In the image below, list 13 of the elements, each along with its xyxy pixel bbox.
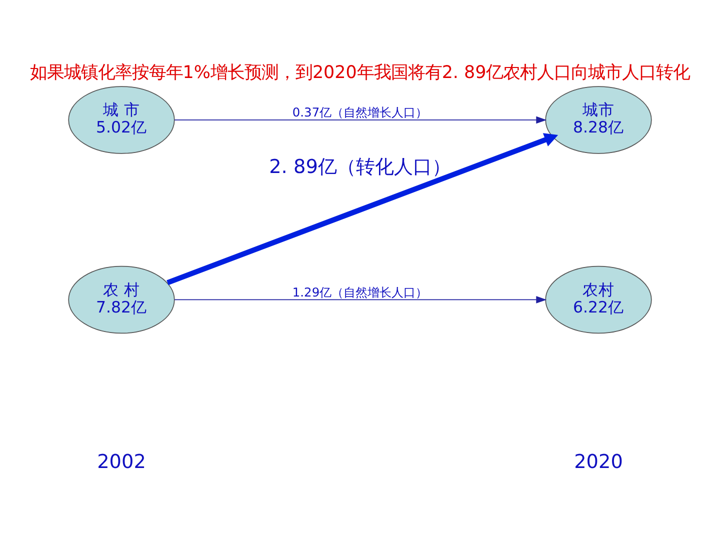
edge-label: 2. 89亿（转化人口）: [269, 154, 451, 178]
arrow: [174, 296, 547, 304]
arrow: [166, 133, 558, 286]
label: 2020: [574, 450, 623, 473]
node-ellipse: 城市 8.28亿: [545, 86, 652, 154]
label: 2002: [97, 450, 146, 473]
node-ellipse: 农村 6.22亿: [545, 266, 652, 334]
node-ellipse: 城 市 5.02亿: [68, 86, 175, 154]
diagram-title: 如果城镇化率按每年1%增长预测，到2020年我国将有2. 89亿农村人口向城市人口转化: [30, 62, 690, 83]
arrow: [174, 116, 547, 124]
edge-label: 0.37亿（自然增长人口）: [292, 106, 428, 120]
edge-label: 1.29亿（自然增长人口）: [292, 285, 428, 300]
node-ellipse: 农 村 7.82亿: [68, 266, 175, 334]
